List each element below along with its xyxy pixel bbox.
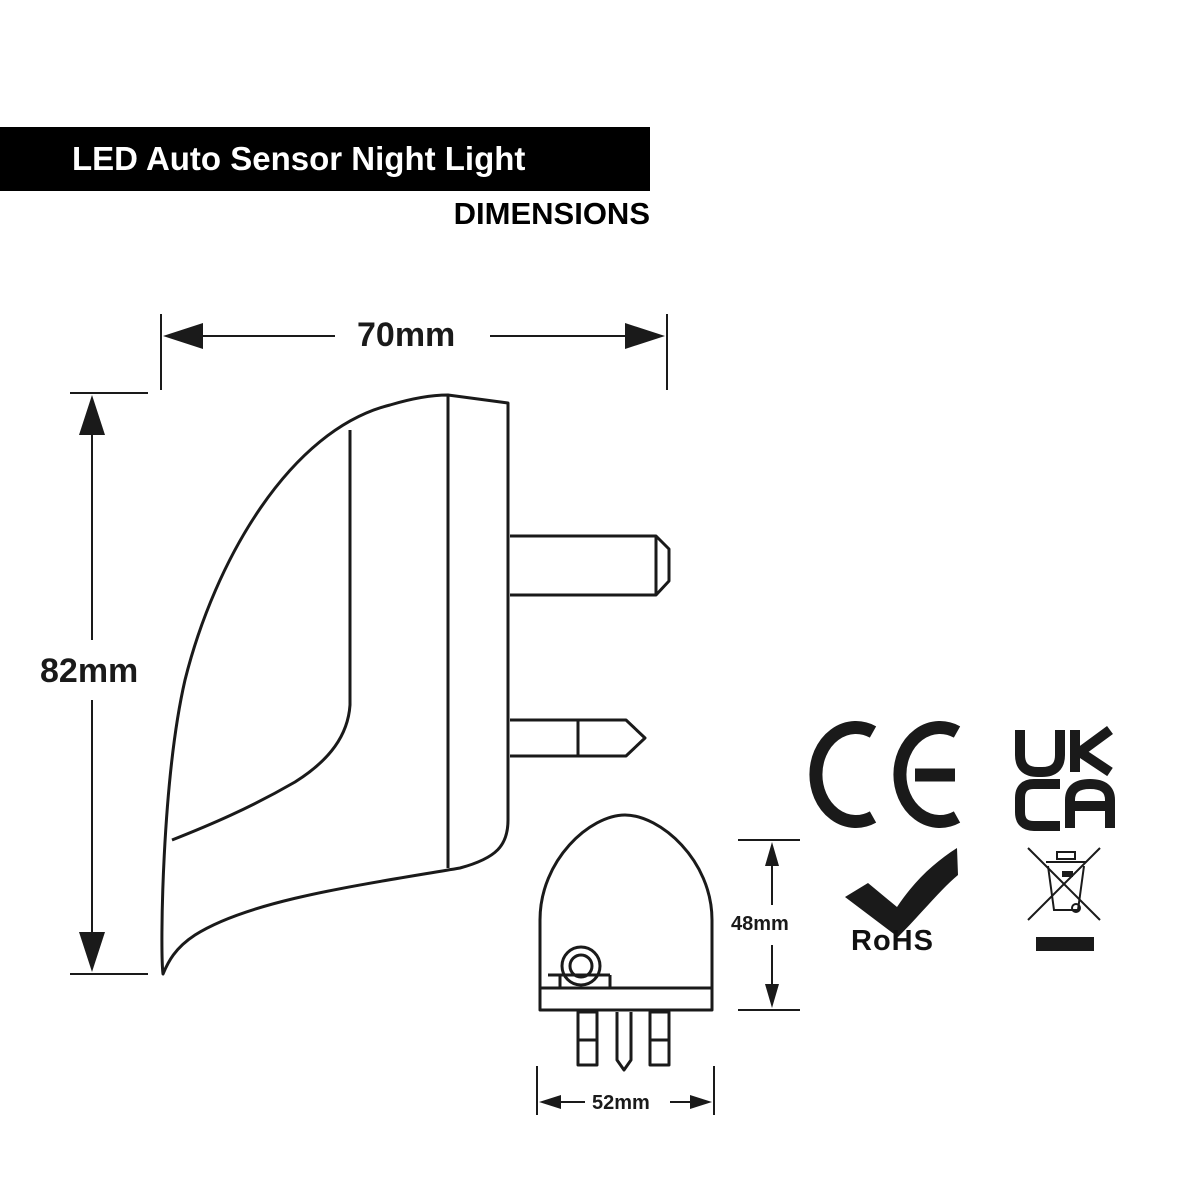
front-width-dimension [536,1066,715,1115]
front-height-label: 48mm [731,913,789,935]
title-bar [0,127,650,191]
height-label: 82mm [40,652,139,690]
page-title: LED Auto Sensor Night Light [72,140,526,177]
side-view [160,393,671,976]
front-width-label: 52mm [592,1092,650,1114]
front-view [538,813,714,1072]
width-dimension [160,314,668,390]
ce-mark-icon [809,721,961,828]
ukca-mark-icon [1015,725,1115,831]
page-subtitle: DIMENSIONS [453,196,650,231]
crossed-bin-icon [1027,847,1101,951]
height-dimension [70,392,148,975]
front-height-dimension [738,839,800,1011]
rohs-label: RoHS [851,925,934,957]
width-label: 70mm [357,316,456,354]
rohs-checkmark-icon [845,848,958,937]
